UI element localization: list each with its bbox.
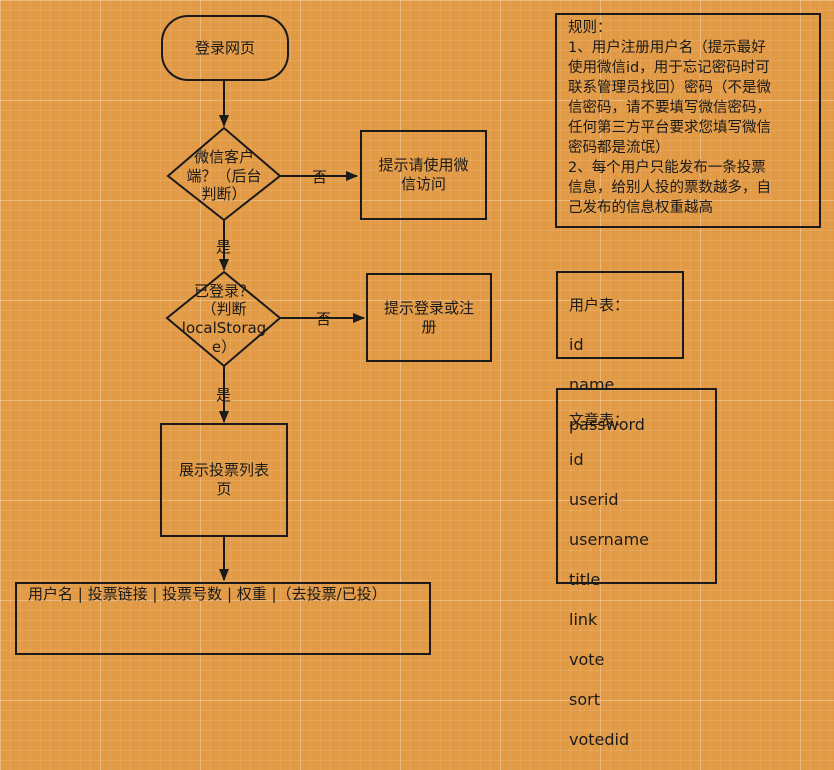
- list-row-label: 用户名 | 投票链接 | 投票号数 | 权重 |（去投票/已投）: [28, 585, 387, 603]
- article-table-field: vote: [569, 650, 605, 669]
- article-table-field: link: [569, 610, 598, 629]
- edge-label-yes-login: 是: [216, 386, 232, 404]
- article-table-field: votedid: [569, 730, 630, 749]
- prompt-login-box: [366, 273, 492, 362]
- prompt-wechat-label: 提示请使用微 信访问: [378, 156, 469, 193]
- decision-wechat-label: 微信客户 端？（后台 判断）: [186, 147, 262, 204]
- user-table-field: password: [569, 415, 645, 434]
- vote-list-label: 展示投票列表 页: [178, 461, 269, 498]
- decision-login-shape: [165, 270, 282, 368]
- start-node: [161, 15, 289, 81]
- article-table: 文章表： id userid username title link vote …: [569, 390, 714, 770]
- rules-box: [555, 13, 821, 228]
- article-table-field: id: [569, 450, 584, 469]
- user-table: 用户表： id name password: [569, 275, 681, 455]
- article-table-field: userid: [569, 490, 619, 509]
- article-table-field: sort: [569, 690, 600, 709]
- user-table-field: id: [569, 335, 584, 354]
- list-row-box: [15, 582, 431, 655]
- prompt-login-label: 提示登录或注 册: [383, 298, 474, 336]
- start-node-label: 登录网页: [194, 38, 255, 57]
- vote-list-box: [160, 423, 288, 537]
- user-table-box: [556, 271, 684, 359]
- user-table-title: 用户表：: [569, 296, 630, 314]
- rules-text: 规则： 1、用户注册用户名（提示最好 使用微信id，用于忘记密码时可 联系管理员…: [568, 20, 771, 216]
- edge-label-yes-wechat: 是: [216, 238, 232, 256]
- decision-login-label: 已登录？ （判断 localStorag e）: [181, 281, 267, 356]
- prompt-wechat-box: [360, 130, 487, 220]
- edge-label-no-login: 否: [316, 310, 332, 328]
- article-table-field: username: [569, 530, 649, 549]
- article-table-field: title: [569, 570, 601, 589]
- edge-label-no-wechat: 否: [312, 168, 328, 186]
- flowchart-canvas: [15, 13, 821, 655]
- article-table-title: 文章表：: [569, 411, 630, 429]
- user-table-field: name: [569, 375, 615, 394]
- article-table-box: [556, 388, 717, 584]
- decision-wechat-shape: [166, 126, 282, 222]
